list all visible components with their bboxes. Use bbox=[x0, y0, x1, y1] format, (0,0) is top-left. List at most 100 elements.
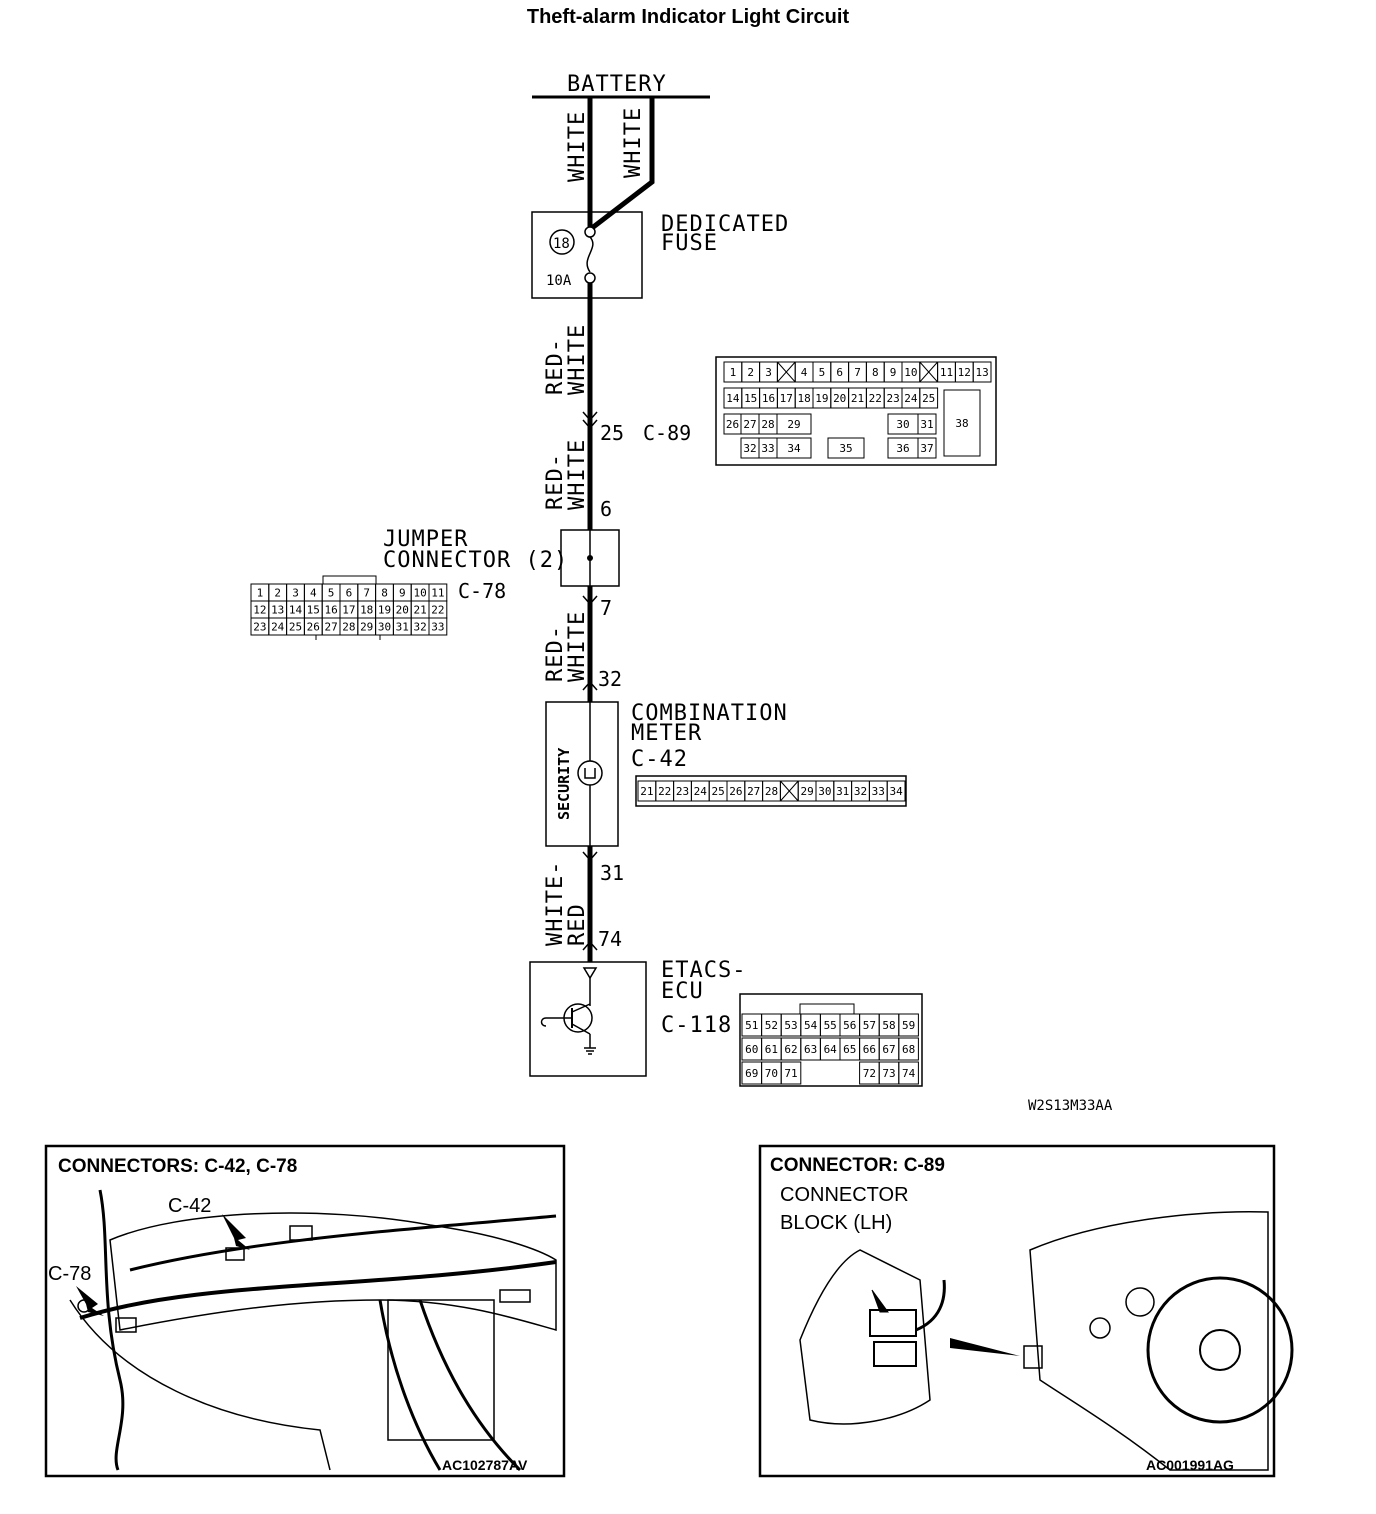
c78-pin-label: 14 bbox=[289, 604, 303, 617]
meter-pin-out: 31 bbox=[600, 861, 624, 885]
c118-pin-label: 74 bbox=[902, 1067, 916, 1080]
dash-outline-right bbox=[1029, 1211, 1269, 1471]
c78-pin-label: 27 bbox=[324, 621, 337, 634]
c78-pin-label: 31 bbox=[396, 621, 409, 634]
c89-cell bbox=[776, 413, 812, 435]
meter-label-2: METER bbox=[631, 721, 702, 746]
panel-right-sub-1: CONNECTOR bbox=[780, 1184, 909, 1206]
c89-pin-label: 16 bbox=[762, 392, 775, 405]
gauge-icon-1 bbox=[1125, 1287, 1155, 1317]
gauge-icon-2 bbox=[1089, 1317, 1111, 1339]
c42-pin-label: 31 bbox=[836, 785, 849, 798]
c89-cell bbox=[917, 437, 937, 459]
junction-block-outline bbox=[799, 1249, 931, 1425]
c78-pin-label: 24 bbox=[271, 621, 285, 634]
ecu-label-1: ETACS- bbox=[661, 958, 746, 983]
c78-pin-label: 13 bbox=[271, 604, 284, 617]
lamp-filament bbox=[584, 768, 596, 779]
c118-pin-label: 71 bbox=[784, 1067, 797, 1080]
c89-pin-label: 1 bbox=[730, 366, 737, 379]
c89-blank-pin bbox=[919, 361, 938, 383]
c78-arrow-icon bbox=[76, 1286, 104, 1316]
c89-frame bbox=[715, 356, 997, 466]
c118-pin-label: 59 bbox=[902, 1019, 915, 1032]
c78-pin-label: 29 bbox=[360, 621, 373, 634]
connector-sketch-4 bbox=[499, 1289, 531, 1303]
c89-cell bbox=[827, 437, 865, 459]
c78-pin-label: 11 bbox=[431, 587, 444, 600]
c89-pin-label: 34 bbox=[787, 442, 801, 455]
center-stack bbox=[387, 1299, 495, 1441]
c78-name: C-78 bbox=[458, 579, 506, 603]
c118-pin-label: 55 bbox=[824, 1019, 837, 1032]
c42-pin-label: 27 bbox=[747, 785, 760, 798]
ecu-pin-in: 74 bbox=[598, 927, 622, 951]
page-title: Theft-alarm Indicator Light Circuit bbox=[526, 6, 850, 28]
c89-arrow-icon bbox=[871, 1289, 889, 1313]
c89-pin-label: 3 bbox=[765, 366, 772, 379]
c78-pin-label: 12 bbox=[253, 604, 266, 617]
c89-pin-label: 32 bbox=[743, 442, 756, 455]
c118-pin-label: 68 bbox=[902, 1043, 915, 1056]
c89-blank-pin bbox=[777, 361, 796, 383]
c118-pin-label: 63 bbox=[804, 1043, 817, 1056]
c118-pin-label: 52 bbox=[765, 1019, 778, 1032]
c89-pin-label: 28 bbox=[761, 418, 774, 431]
c42-pin-label: 32 bbox=[854, 785, 867, 798]
c78-pin-label: 16 bbox=[324, 604, 337, 617]
c118-frame bbox=[739, 993, 923, 1087]
fuse-terminal-bottom bbox=[584, 272, 596, 284]
jumper-pin-out: 7 bbox=[600, 596, 612, 620]
c89-pin-label: 24 bbox=[904, 392, 918, 405]
c118-pin-label: 60 bbox=[745, 1043, 758, 1056]
c78-pin-label: 19 bbox=[378, 604, 391, 617]
c89-cell bbox=[919, 387, 939, 409]
left-harness bbox=[98, 1189, 125, 1471]
fuse-number-circle bbox=[549, 229, 575, 255]
wire-label-wr-b: RED bbox=[565, 903, 590, 946]
callout-c78: C-78 bbox=[48, 1263, 91, 1285]
panel-right-sub-2: BLOCK (LH) bbox=[780, 1212, 892, 1234]
wire-label-rw3b: WHITE bbox=[565, 611, 590, 682]
c42-pin-label: 25 bbox=[711, 785, 724, 798]
c78-pin-label: 25 bbox=[289, 621, 302, 634]
panel-right-heading: CONNECTOR: C-89 bbox=[770, 1155, 945, 1176]
c78-pin-label: 33 bbox=[431, 621, 444, 634]
c42-name: C-42 bbox=[631, 747, 688, 772]
center-harness bbox=[378, 1299, 522, 1472]
c89-connector-sketch bbox=[869, 1309, 917, 1337]
c118-pin-label: 53 bbox=[784, 1019, 797, 1032]
c78-pin-label: 15 bbox=[307, 604, 320, 617]
c42-pin-label: 29 bbox=[800, 785, 813, 798]
c42-pin-label: 28 bbox=[765, 785, 778, 798]
c42-pin-label: 30 bbox=[818, 785, 831, 798]
panel-connector-c89: CONNECTOR: C-89 CONNECTOR BLOCK (LH) AC0… bbox=[758, 1144, 1294, 1478]
transistor-collector bbox=[571, 1003, 591, 1013]
c118-cell bbox=[898, 1037, 919, 1061]
meter-in-mark bbox=[582, 680, 598, 691]
jumper-label-2: CONNECTOR (2) bbox=[383, 548, 568, 573]
c78-latch bbox=[315, 575, 381, 640]
c89-pin-label: 17 bbox=[780, 392, 793, 405]
c89-pin-label: 23 bbox=[886, 392, 899, 405]
c78-pin-label: 9 bbox=[399, 587, 406, 600]
ecu-box bbox=[529, 961, 647, 1077]
c89-connector-mark bbox=[582, 411, 598, 430]
c42-pin-label: 34 bbox=[889, 785, 903, 798]
c89-pin-label: 25 bbox=[922, 392, 935, 405]
wire-label-rw3a: RED- bbox=[543, 625, 568, 682]
c89-cell bbox=[972, 361, 992, 383]
c78-pin-label: 22 bbox=[431, 604, 444, 617]
ecu-label-2: ECU bbox=[661, 979, 704, 1004]
c89-pin-label: 11 bbox=[940, 366, 953, 379]
callout-c42: C-42 bbox=[168, 1195, 211, 1217]
c78-pin-label: 1 bbox=[257, 587, 264, 600]
wire-label-rw2b: WHITE bbox=[565, 439, 590, 510]
c89-name: C-89 bbox=[643, 421, 691, 445]
c89-pin-label: 29 bbox=[787, 418, 800, 431]
c89-pin-label: 15 bbox=[744, 392, 757, 405]
wire-label-white-left: WHITE bbox=[565, 111, 590, 182]
steering-wheel-icon bbox=[1146, 1276, 1294, 1424]
fuse-element bbox=[586, 236, 594, 273]
